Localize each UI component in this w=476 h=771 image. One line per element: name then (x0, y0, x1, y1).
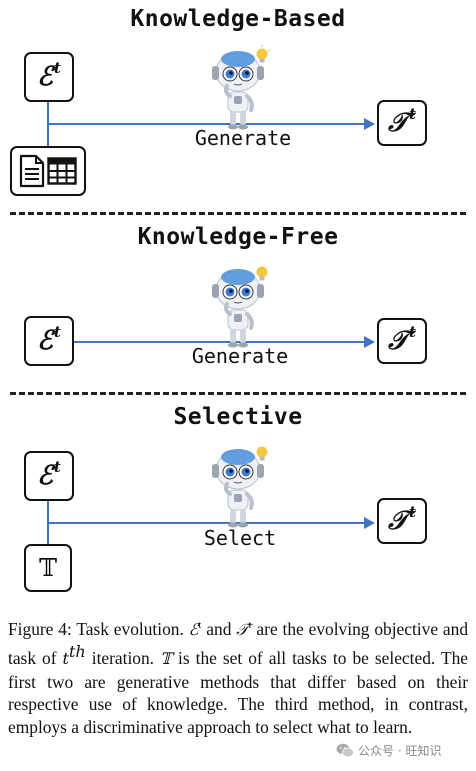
knowledge-sources-box (10, 146, 86, 196)
panel-title-knowledge-based: Knowledge-Based (130, 6, 346, 32)
robot-icon (212, 266, 268, 348)
arrow-line (48, 522, 366, 524)
arrowhead (364, 336, 375, 348)
caption-label: Figure 4: (8, 618, 72, 639)
arrow-line (48, 123, 366, 125)
wechat-icon (336, 743, 354, 758)
robot-icon (212, 446, 268, 528)
panel-title-selective: Selective (173, 404, 303, 430)
task-set-symbol: 𝕋 (39, 554, 57, 582)
arrow-line (74, 341, 366, 343)
table-icon (47, 157, 77, 185)
panel-title-knowledge-free: Knowledge-Free (137, 224, 339, 250)
arrowhead (364, 517, 375, 529)
watermark-text: 公众号 · 旺知识 (358, 744, 442, 758)
section-divider (10, 392, 466, 395)
watermark: 公众号 · 旺知识 (336, 742, 442, 759)
action-label-generate: Generate (191, 344, 289, 368)
figure-caption: Figure 4: Task evolution. ℰt and 𝒯t are … (8, 618, 469, 737)
robot-icon (212, 45, 271, 130)
action-label-select: Select (203, 526, 277, 550)
task-set-box: 𝕋 (24, 544, 72, 592)
arrowhead (364, 118, 375, 130)
section-divider (10, 212, 466, 215)
document-icon (19, 154, 45, 188)
action-label-generate: Generate (194, 126, 292, 150)
